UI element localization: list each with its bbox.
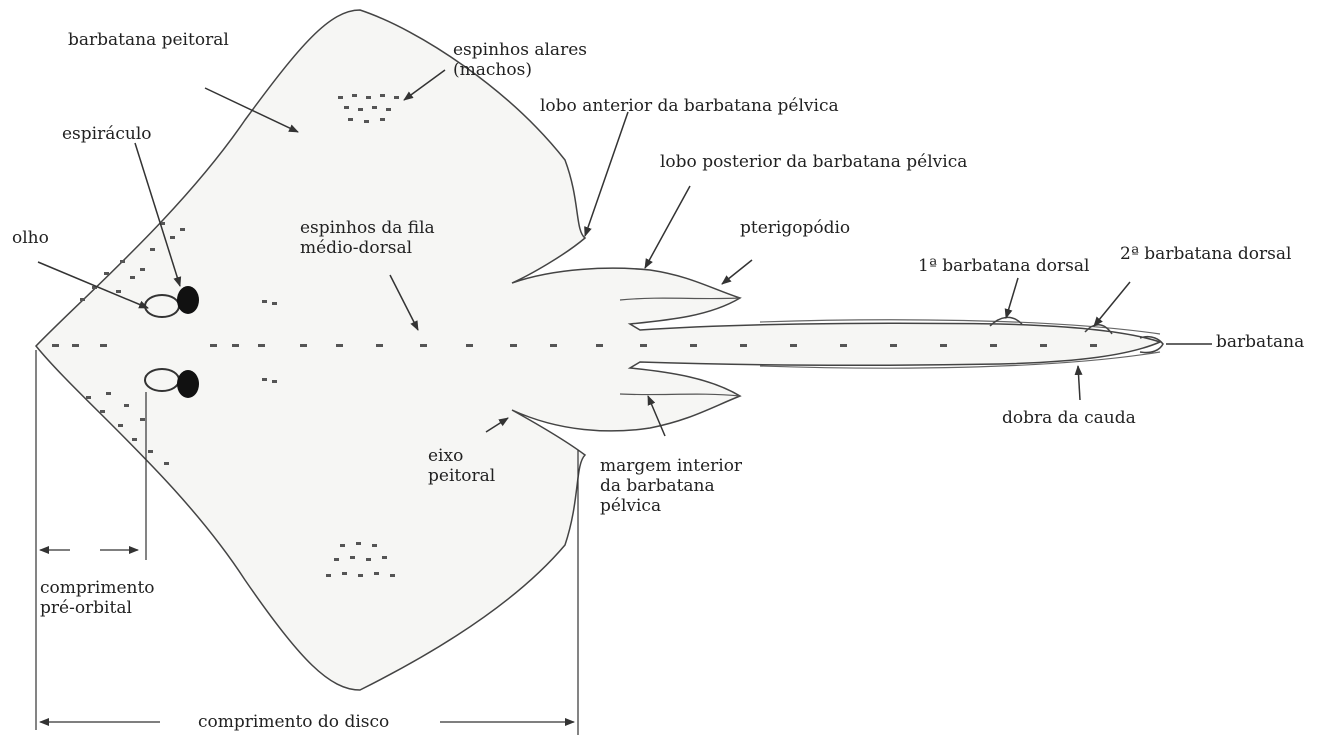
label-caudal-fin: barbatana <box>1216 332 1304 352</box>
label-tail-fold: dobra da cauda <box>1002 408 1136 428</box>
spiracle-lower <box>177 370 199 398</box>
label-first-dorsal-fin: 1ª barbatana dorsal <box>918 256 1089 276</box>
tail-fold-pointer <box>1078 366 1080 400</box>
label-eye: olho <box>12 228 49 248</box>
pelvic-anterior-pointer <box>585 112 628 236</box>
label-preorbital-length: comprimento pré-orbital <box>40 578 155 618</box>
label-second-dorsal-fin: 2ª barbatana dorsal <box>1120 244 1291 264</box>
label-median-dorsal-spines: espinhos da fila médio-dorsal <box>300 218 435 258</box>
second-dorsal-pointer <box>1094 282 1130 326</box>
pelvic-posterior-pointer <box>645 186 690 268</box>
label-clasper: pterigopódio <box>740 218 850 238</box>
label-pectoral-fin: barbatana peitoral <box>68 30 229 50</box>
label-pelvic-posterior-lobe: lobo posterior da barbatana pélvica <box>660 152 967 172</box>
label-pelvic-inner-margin: margem interior da barbatana pélvica <box>600 456 742 516</box>
label-spiracle: espiráculo <box>62 124 152 144</box>
label-disc-length: comprimento do disco <box>198 712 389 732</box>
label-alar-spines: espinhos alares (machos) <box>453 40 587 80</box>
label-pectoral-axis: eixo peitoral <box>428 446 495 486</box>
clasper-pointer <box>722 260 752 284</box>
first-dorsal-pointer <box>1006 278 1018 318</box>
spiracle-upper <box>177 286 199 314</box>
label-pelvic-anterior-lobe: lobo anterior da barbatana pélvica <box>540 96 839 116</box>
